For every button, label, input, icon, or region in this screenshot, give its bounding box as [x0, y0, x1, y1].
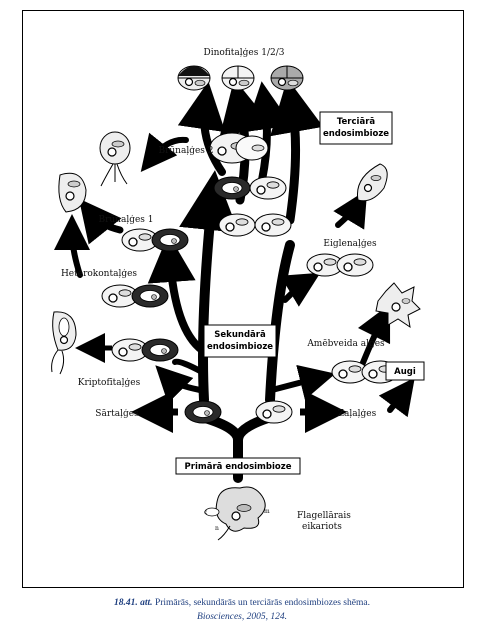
dinoflagellate-cell-1 [177, 65, 211, 91]
euglenids-label: Eiglenaļģes [323, 239, 377, 249]
cryptophyte-flagellate [51, 311, 77, 375]
brown-algae-1-label: Brūnaļģes 1 [98, 215, 153, 225]
brown-algae-2-cell [209, 132, 269, 164]
m-mark: m [264, 508, 270, 515]
euglenid-cell [306, 253, 374, 277]
caption-source: Biosciences, 2005, 124. [197, 612, 287, 622]
primary-box: Primārā endosimbioze [175, 457, 301, 475]
flagellate-eukaryote-label-2: eikariots [302, 522, 342, 532]
tertiary-label-1: Terciārā [337, 117, 376, 127]
brown-algae-2-pair-cell [213, 176, 287, 200]
heterokonts-label: Heterokontaļģes [61, 269, 137, 279]
dinoflagellate-cell-2 [221, 65, 255, 91]
fungi-label: Augi [394, 367, 416, 377]
caption-text: Primārās, sekundārās un terciārās endosi… [152, 598, 370, 608]
green-algae-cell [255, 400, 293, 424]
flagellate-eukaryote-label-1: Flagellārais [297, 511, 351, 521]
tertiary-host-cells [218, 213, 292, 237]
secondary-label-1: Sekundārā [214, 330, 266, 340]
fungi-box: Augi [385, 361, 425, 381]
figure-frame [22, 10, 464, 588]
red-algae-label: Sārtaļģes [95, 409, 139, 419]
figure-caption: 18.41. att. Primārās, sekundārās un terc… [0, 596, 484, 624]
tertiary-box: Terciārā endosimbioze [319, 111, 393, 145]
brown-algae-2-label: Brūnaļģes 2 [158, 146, 213, 156]
amoeboid-organism [375, 282, 421, 329]
brown-algae-1-cell [121, 228, 189, 252]
red-algae-cell [184, 400, 222, 424]
caption-number: 18.41. att. [114, 598, 153, 608]
n-mark: n [215, 525, 219, 532]
cryptophyte-cell [111, 338, 179, 362]
side-arrows [75, 333, 347, 433]
brown-algae-1-flagellate [99, 131, 131, 187]
tertiary-label-2: endosimbioze [323, 129, 389, 139]
dinoflagellates-label: Dinofitaļģes 1/2/3 [204, 48, 285, 58]
heterokont-cell [101, 284, 169, 308]
flagellate-eukaryote [204, 486, 266, 541]
c-mark: c [204, 509, 208, 516]
secondary-box: Sekundārā endosimbioze [203, 324, 277, 358]
amoeboid-label: Amēbveida aļģes [306, 339, 385, 349]
heterokont-flagellate [58, 172, 87, 213]
endosymbiosis-diagram: Dinofitaļģes 1/2/3 Brūnaļģes 2 Brūnaļģes… [51, 48, 425, 541]
dinoflagellate-cell-3 [270, 65, 304, 91]
cryptophytes-label: Kriptofītaļģes [78, 378, 141, 388]
green-algae-label: Zaļaļģes [338, 409, 377, 419]
euglenid-flagellate [356, 163, 388, 202]
primary-label: Primārā endosimbioze [185, 462, 292, 472]
secondary-label-2: endosimbioze [207, 342, 273, 352]
